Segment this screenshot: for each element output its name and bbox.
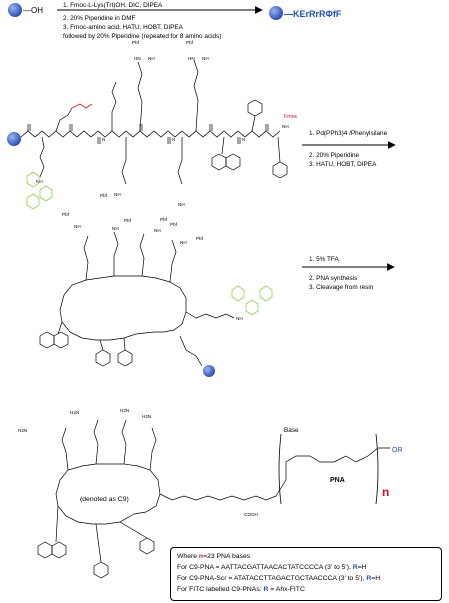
- cyclic-peptide-on-resin: Pbf Pbf Pbf Pbf NH NH NH NH NH: [39, 212, 273, 377]
- pbf-label-2: Pbf: [186, 40, 194, 45]
- legend-row-2: For C9-PNA = AATTACGATTAACACTATCCCCA (3'…: [177, 562, 435, 573]
- legend-box: Where n=23 PNA bases For C9-PNA = AATTAC…: [170, 547, 442, 601]
- svg-text:NH: NH: [202, 56, 209, 61]
- svg-text:Pbf: Pbf: [124, 218, 132, 223]
- legend-row-3: For C9-PNA-Scr = ATATACCTTAGACTGCTAACCCA…: [177, 573, 435, 584]
- svg-text:NH: NH: [178, 202, 185, 207]
- svg-text:NH: NH: [148, 56, 155, 61]
- resin-bead-cyclic: [203, 365, 215, 377]
- trityl-group-2: [231, 285, 273, 316]
- step1-row: —OH 1. Fmoc-L-Lys(Trt)OH, DIC, DIPEA 2. …: [8, 2, 342, 40]
- n-repeat-label: n: [382, 485, 389, 499]
- step3-reagent-1: 1. 5% TFA: [309, 256, 339, 263]
- step1-reagent-1: 1. Fmoc-L-Lys(Trt)OH, DIC, DIPEA: [63, 2, 163, 9]
- legend-row-1: Where n=23 PNA bases: [177, 551, 435, 562]
- bead-hydroxyl-label: —OH: [23, 6, 43, 15]
- step2-reagent-3: 3. HATU, HOBT, DIPEA: [309, 161, 377, 168]
- svg-text:HN: HN: [188, 56, 195, 61]
- svg-text:NH: NH: [236, 316, 243, 321]
- phenyl-groups-1: [247, 99, 288, 179]
- h2n-label-3: H2N: [120, 408, 129, 413]
- legend-row-4: For FITC labelled C9-PNAs: R = Ahx-FITC: [177, 584, 435, 595]
- phenyl-groups-3: [93, 521, 155, 579]
- legend-row-2-end: =H: [357, 564, 367, 571]
- h2n-label-2: H2N: [70, 410, 79, 415]
- step1-reagent-3: 3. Fmoc-amino acid, HATU, HOBT, DIPEA: [63, 24, 184, 31]
- fmoc-label: Fmoc: [284, 114, 298, 120]
- svg-text:N: N: [102, 137, 105, 142]
- svg-text:Pbf: Pbf: [196, 236, 204, 241]
- naphthyl-group-3: [37, 505, 67, 559]
- legend-row-4-r: R: [263, 586, 269, 593]
- resin-bead-linear: [7, 132, 21, 146]
- naphthyl-group-1: [211, 136, 241, 171]
- legend-row-2-r: R: [352, 564, 358, 571]
- step2-reagent-1: 1. Pd(PPh3)4 /Phenylsilane: [309, 130, 388, 137]
- svg-text:Pbf: Pbf: [62, 212, 70, 217]
- phenyl-groups-2: [95, 337, 133, 367]
- pbf-label-4: Pbf: [160, 217, 168, 222]
- pbf-label-3: Pbf: [100, 193, 108, 198]
- legend-row-2-text: For C9-PNA = AATTACGATTAACACTATCCCCA (3'…: [177, 564, 353, 571]
- svg-text:NH: NH: [180, 240, 187, 245]
- naphthyl-group-2: [39, 321, 69, 349]
- trityl-group-1: [26, 171, 53, 210]
- or-label: OR: [392, 447, 403, 454]
- resin-bead-product: [269, 6, 283, 20]
- legend-row-3-text: For C9-PNA-Scr = ATATACCTTAGACTGCTAACCCA…: [177, 575, 367, 582]
- cooh-label: COOH: [244, 512, 258, 517]
- svg-text:NH: NH: [112, 226, 119, 231]
- svg-text:HN: HN: [134, 56, 141, 61]
- legend-row-1-suffix: =23 PNA bases: [203, 553, 251, 560]
- step2-reagent-2: 2. 20% Piperidine: [309, 152, 360, 159]
- legend-row-3-r: R: [366, 575, 372, 582]
- legend-n: n: [198, 553, 204, 560]
- step1-reagent-2: 2. 20% Piperidine in DMF: [63, 15, 136, 22]
- h2n-label-4: H2N: [142, 414, 151, 419]
- pna-label: PNA: [330, 477, 345, 484]
- peptide-product-label: —KErRrRΦfF: [284, 9, 342, 19]
- legend-row-3-end: =H: [371, 575, 381, 582]
- final-conjugate-structure: H2N H2N H2N H2N (denoted as C9) COOH Bas…: [18, 408, 403, 579]
- svg-text:NH: NH: [282, 124, 289, 129]
- legend-row-4-text: For FITC labelled C9-PNAs:: [177, 586, 264, 593]
- step3-reagent-3: 3. Cleavage from resin: [309, 284, 374, 291]
- denoted-label: (denoted as C9): [80, 496, 129, 503]
- svg-text:NH: NH: [74, 224, 81, 229]
- resin-bead-start: [8, 3, 22, 17]
- svg-text:NH: NH: [154, 228, 161, 233]
- svg-text:N: N: [242, 137, 245, 142]
- base-label: Base: [284, 427, 299, 434]
- svg-text:Pbf: Pbf: [170, 222, 178, 227]
- step1-reagent-4: followed by 20% Piperidine (repeated for…: [63, 33, 221, 40]
- legend-row-1-prefix: Where: [177, 553, 199, 560]
- step3-reagent-2: 2. PNA synthesis: [309, 275, 357, 282]
- pbf-label-1: Pbf: [132, 40, 140, 45]
- svg-text:N: N: [172, 137, 175, 142]
- legend-row-4-end: = Ahx-FITC: [268, 586, 305, 593]
- h2n-label-1: H2N: [18, 428, 27, 433]
- linear-peptide-structure: NH Pbf Pbf Pbf Pbf HN NH HN NH NH NH: [7, 40, 298, 222]
- svg-text:NH: NH: [114, 192, 121, 197]
